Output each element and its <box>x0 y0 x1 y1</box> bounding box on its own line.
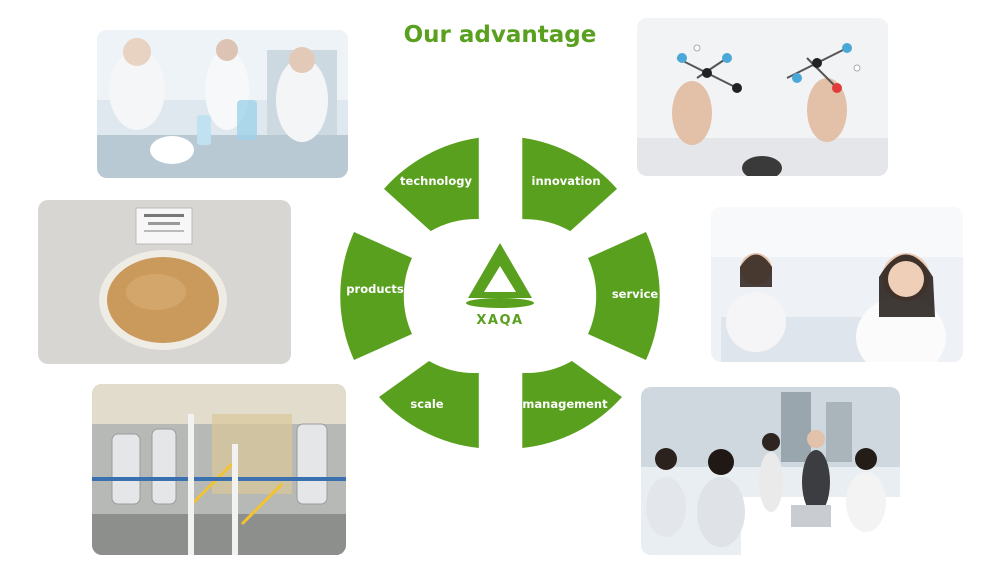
business-meeting-photo <box>641 387 900 555</box>
segment-innovation <box>522 137 617 232</box>
customer-service-photo <box>711 207 963 362</box>
segment-label-service: service <box>612 287 659 301</box>
laboratory-photo <box>97 30 348 178</box>
segment-technology <box>384 137 479 232</box>
segment-label-innovation: innovation <box>532 174 601 188</box>
segment-scale <box>379 361 479 448</box>
molecule-model-photo <box>637 18 888 176</box>
segment-label-products: products <box>346 282 404 296</box>
factory-production-line-photo <box>92 384 346 555</box>
herbal-extract-powder-photo <box>38 200 291 364</box>
segment-management <box>522 361 622 448</box>
xaqa-logo-icon <box>466 243 534 308</box>
logo-text: XAQA <box>476 313 523 328</box>
page-title: Our advantage <box>403 22 597 48</box>
segment-label-technology: technology <box>400 174 472 188</box>
segment-label-management: management <box>522 397 608 411</box>
segment-products <box>340 232 412 360</box>
segment-service <box>588 232 660 360</box>
segment-label-scale: scale <box>410 397 443 411</box>
